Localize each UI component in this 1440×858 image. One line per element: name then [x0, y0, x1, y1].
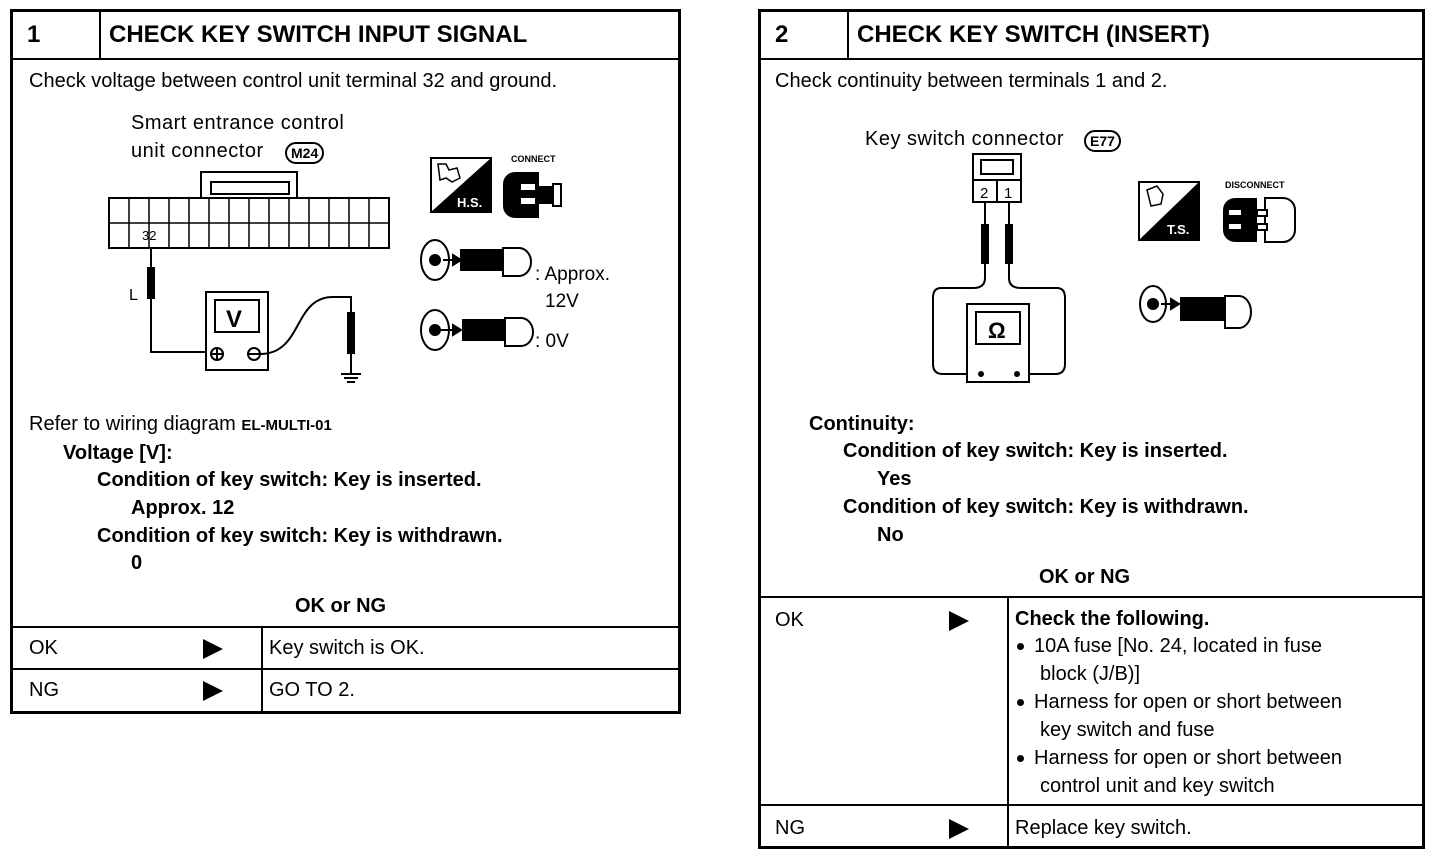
probe-black: [347, 312, 355, 354]
step2-ok-item: Harness for open or short between: [1017, 747, 1342, 770]
step1-ng-result: GO TO 2.: [269, 679, 355, 701]
step2-header: 2 CHECK KEY SWITCH (INSERT): [761, 12, 1422, 60]
step2-val-withdrawn: No: [877, 524, 904, 546]
ground-icon: [341, 373, 361, 383]
step2-number: 2: [761, 12, 849, 58]
probe-red: [147, 267, 155, 299]
step1-instruction: Check voltage between control unit termi…: [29, 70, 558, 92]
step2-ok-item-cont: control unit and key switch: [1040, 775, 1275, 797]
bullet-icon: [1017, 699, 1024, 707]
divider: [1007, 596, 1009, 846]
step2-instruction: Check continuity between terminals 1 and…: [775, 70, 1168, 92]
step2-spec-heading: Continuity:: [809, 413, 915, 435]
step1-val-withdrawn: 0: [131, 552, 143, 574]
terminal-32-label: 32: [142, 228, 156, 243]
ohmmeter-symbol: Ω: [988, 318, 1006, 343]
step2-panel: 2 CHECK KEY SWITCH (INSERT) Check contin…: [758, 9, 1425, 849]
refer-text: Refer to wiring diagram EL-MULTI-01: [29, 413, 332, 436]
connector-m24-icon: [108, 171, 390, 249]
connect-icon: [503, 172, 562, 218]
step1-number: 1: [13, 12, 101, 58]
step1-cond-withdrawn: Condition of key switch: Key is withdraw…: [97, 525, 503, 547]
refer-label: Refer to wiring diagram: [29, 413, 236, 435]
step1-ng-label: NG: [29, 679, 59, 701]
refer-code: EL-MULTI-01: [241, 417, 332, 434]
divider: [761, 804, 1422, 806]
step2-ng-result: Replace key switch.: [1015, 817, 1192, 839]
connector-e77-icon: [972, 153, 1022, 203]
step2-connector-label: Key switch connector: [865, 128, 1064, 150]
step2-ok-item-text: Harness for open or short between: [1034, 691, 1342, 713]
step2-cond-withdrawn: Condition of key switch: Key is withdraw…: [843, 496, 1249, 518]
step1-connector-label-1: Smart entrance control: [131, 112, 345, 134]
step1-ok-result: Key switch is OK.: [269, 637, 425, 659]
step2-title: CHECK KEY SWITCH (INSERT): [857, 21, 1210, 48]
key-inserted-value: : Approx.: [535, 264, 610, 285]
bullet-icon: [1017, 755, 1024, 763]
ts-label: T.S.: [1167, 222, 1189, 237]
key-inserted-value-2: 12V: [545, 291, 579, 312]
step2-ohmmeter-diagram: 2 1 Ω T.S. DISCONNECT: [932, 153, 1296, 383]
divider: [13, 626, 678, 628]
step1-voltmeter-diagram: 32 L V H.S. CONNECT: [108, 154, 562, 383]
step1-ok-or-ng: OK or NG: [295, 595, 387, 617]
key-withdrawn-icon: [420, 309, 534, 351]
disconnect-label: DISCONNECT: [1225, 180, 1285, 190]
step2-ok-item-text: Harness for open or short between: [1034, 747, 1342, 769]
step1-val-inserted: Approx. 12: [131, 497, 235, 519]
terminal-2-label: 2: [980, 185, 988, 202]
step2-ok-item: Harness for open or short between: [1017, 691, 1342, 714]
step1-connector-label-2: unit connector: [131, 140, 264, 162]
arrow-right-icon: [949, 819, 969, 839]
bullet-icon: [1017, 643, 1024, 651]
step2-cond-inserted: Condition of key switch: Key is inserted…: [843, 440, 1228, 462]
step2-ok-heading: Check the following.: [1015, 608, 1210, 630]
step2-ok-item-cont: key switch and fuse: [1040, 719, 1215, 741]
step1-panel: 1 CHECK KEY SWITCH INPUT SIGNAL Check vo…: [10, 9, 681, 714]
step1-connector-id: M24: [285, 142, 325, 164]
terminal-1-label: 1: [1004, 185, 1012, 202]
divider: [761, 596, 1422, 598]
arrow-right-icon: [203, 681, 223, 701]
step2-connector-id: E77: [1084, 130, 1121, 152]
step1-header: 1 CHECK KEY SWITCH INPUT SIGNAL: [13, 12, 678, 60]
hs-label: H.S.: [457, 195, 482, 210]
arrow-right-icon: [949, 611, 969, 631]
key-inserted-icon: [420, 239, 532, 281]
step2-ok-label: OK: [775, 609, 804, 631]
key-inserted-icon: [1139, 285, 1252, 329]
arrow-right-icon: [203, 639, 223, 659]
connect-label: CONNECT: [511, 154, 556, 164]
step1-spec-heading: Voltage [V]:: [63, 442, 173, 464]
disconnect-icon: [1223, 197, 1296, 243]
step2-ok-or-ng: OK or NG: [1039, 566, 1131, 588]
divider: [13, 668, 678, 670]
divider: [261, 626, 263, 714]
step2-ng-label: NG: [775, 817, 805, 839]
wire-color-label: L: [129, 287, 138, 304]
step2-connector-id-text: E77: [1090, 133, 1115, 149]
step2-ok-item: 10A fuse [No. 24, located in fuse: [1017, 635, 1322, 658]
voltmeter-symbol: V: [226, 306, 242, 333]
probe-left: [981, 224, 989, 264]
step2-val-inserted: Yes: [877, 468, 912, 490]
ts-icon: [1138, 181, 1200, 241]
step1-connector-id-text: M24: [291, 145, 319, 161]
hs-icon: [430, 157, 492, 213]
step2-ok-item-cont: block (J/B)]: [1040, 663, 1141, 685]
probe-right: [1005, 224, 1013, 264]
step1-cond-inserted: Condition of key switch: Key is inserted…: [97, 469, 482, 491]
step1-title: CHECK KEY SWITCH INPUT SIGNAL: [109, 21, 528, 48]
step2-ok-item-text: 10A fuse [No. 24, located in fuse: [1034, 635, 1322, 657]
key-withdrawn-value: : 0V: [535, 331, 569, 352]
step1-ok-label: OK: [29, 637, 58, 659]
